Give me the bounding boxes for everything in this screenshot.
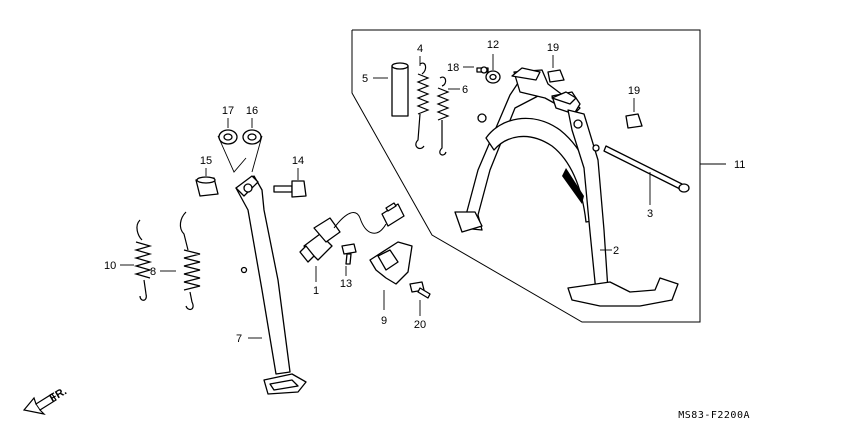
front-direction-label: FR.	[48, 385, 69, 404]
callout-1: 1	[313, 285, 319, 297]
main-stand-shaft[interactable]	[603, 145, 690, 193]
collar[interactable]	[391, 62, 409, 117]
callout-17: 17	[222, 105, 234, 117]
washer-12[interactable]	[485, 70, 501, 84]
callout-7: 7	[236, 333, 242, 345]
callout-14: 14	[292, 155, 304, 167]
bolt-20[interactable]	[409, 281, 431, 299]
spring-4[interactable]	[415, 62, 430, 150]
callout-16: 16	[246, 105, 258, 117]
callout-13: 13	[340, 278, 352, 290]
rubber-stopper-19a[interactable]	[547, 69, 565, 83]
leader-lines	[120, 54, 726, 339]
diagram-code: MS83-F2200A	[678, 410, 750, 421]
callout-3: 3	[647, 208, 653, 220]
callout-5: 5	[362, 73, 368, 85]
front-direction-arrow-icon	[22, 393, 57, 415]
spring-6[interactable]	[436, 76, 450, 156]
callout-11: 11	[734, 159, 745, 171]
callout-6: 6	[462, 84, 468, 96]
main-stand-assembly-frame	[351, 29, 701, 323]
callout-8: 8	[150, 266, 156, 278]
callout-2: 2	[613, 245, 619, 257]
cotter-pin-18[interactable]	[476, 66, 489, 74]
callout-18: 18	[447, 62, 459, 74]
switch-bracket[interactable]	[369, 241, 413, 285]
bolt-13[interactable]	[341, 243, 357, 265]
callout-19a: 19	[547, 42, 559, 54]
callout-19b: 19	[628, 85, 640, 97]
front-direction-indicator: FR.	[22, 385, 69, 415]
pivot-bolt-14[interactable]	[273, 180, 307, 198]
washer-16[interactable]	[242, 129, 262, 145]
callout-labels: 1 2 3 4 5 6 7 8 9 10 11 12 13 14 15 16 1…	[104, 39, 745, 345]
callout-10: 10	[104, 260, 116, 272]
callout-15: 15	[200, 155, 212, 167]
callout-4: 4	[417, 43, 423, 55]
washer-17[interactable]	[218, 129, 238, 145]
callout-9: 9	[381, 315, 387, 327]
side-stand-switch[interactable]	[299, 202, 405, 263]
spring-10[interactable]	[133, 219, 153, 301]
collar-15[interactable]	[195, 176, 219, 197]
callout-12: 12	[487, 39, 499, 51]
callout-20: 20	[414, 319, 426, 331]
spring-8[interactable]	[179, 211, 201, 311]
side-stand[interactable]	[235, 175, 307, 395]
main-stand[interactable]	[454, 67, 679, 307]
rubber-stopper-19b[interactable]	[625, 113, 643, 129]
